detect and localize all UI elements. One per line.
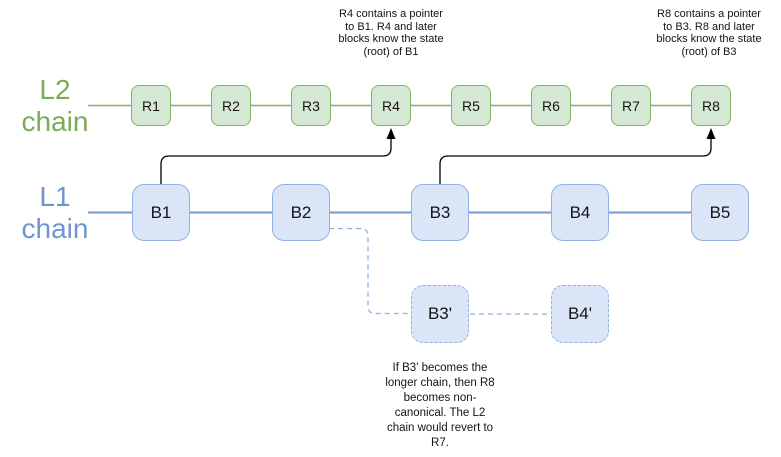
- l1-chain-label: L1 chain: [21, 181, 89, 245]
- fork-block-b3p: B3': [411, 285, 469, 343]
- annotation-r4-pointer: R4 contains a pointer to B1. R4 and late…: [338, 8, 444, 58]
- block-b5: B5: [691, 184, 749, 241]
- block-b3: B3: [411, 184, 469, 241]
- block-b2: B2: [272, 184, 330, 241]
- pointer-arrow-b1-to-r4: [160, 137, 392, 184]
- l2-chain-label: L2 chain: [21, 74, 89, 138]
- block-r1: R1: [131, 85, 171, 126]
- block-r6: R6: [531, 85, 571, 126]
- arrowhead-icon: [706, 128, 716, 139]
- arrowhead-icon: [386, 128, 396, 139]
- block-r3: R3: [291, 85, 331, 126]
- block-r8: R8: [691, 85, 731, 126]
- annotation-fork-revert: If B3' becomes the longer chain, then R8…: [385, 362, 495, 449]
- fork-block-b4p: B4': [551, 285, 609, 343]
- pointer-arrow-b3-to-r8: [439, 137, 712, 184]
- block-r7: R7: [611, 85, 651, 126]
- fork-connector-b2-to-b3p: [329, 227, 412, 315]
- block-b4: B4: [551, 184, 609, 241]
- block-r2: R2: [211, 85, 251, 126]
- block-b1: B1: [132, 184, 190, 241]
- block-r4: R4: [371, 85, 411, 126]
- block-r5: R5: [451, 85, 491, 126]
- annotation-r8-pointer: R8 contains a pointer to B3. R8 and late…: [656, 8, 762, 58]
